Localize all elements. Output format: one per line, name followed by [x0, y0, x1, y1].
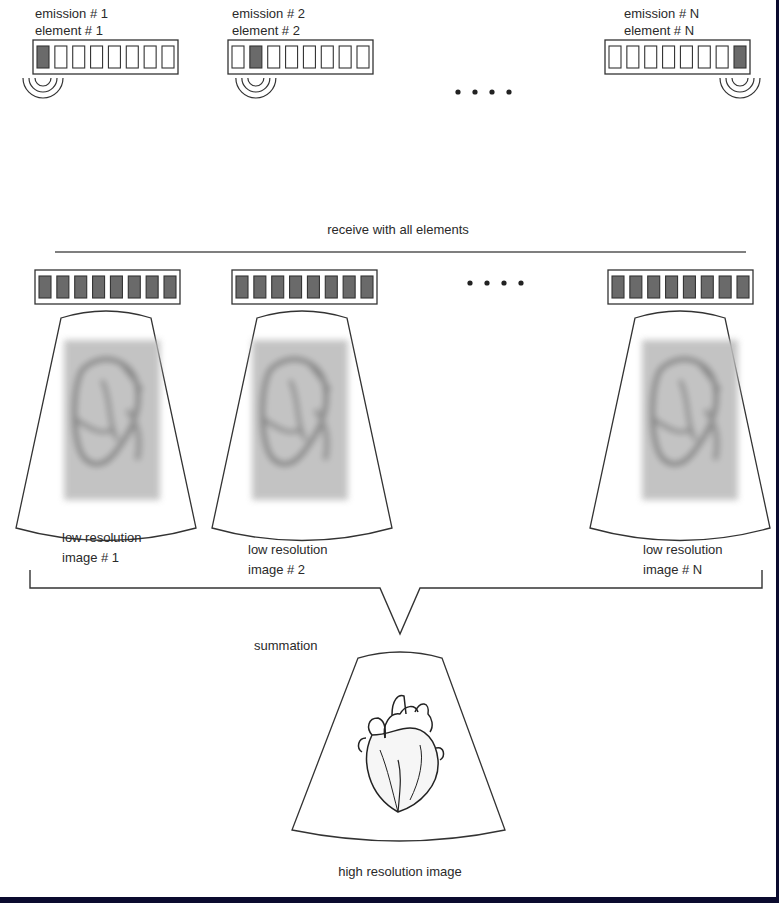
element-label: element # N	[624, 23, 694, 38]
array-element	[146, 276, 158, 298]
transducer-array	[232, 270, 377, 304]
array-element	[39, 276, 51, 298]
sound-wave	[29, 78, 57, 92]
array-element	[666, 276, 678, 298]
array-element	[272, 276, 284, 298]
sound-wave	[720, 78, 760, 98]
sound-wave	[248, 78, 264, 86]
array-element	[250, 46, 262, 68]
array-element	[303, 46, 315, 68]
array-element	[254, 276, 266, 298]
array-element	[307, 276, 319, 298]
array-element	[361, 276, 373, 298]
array-element	[325, 276, 337, 298]
array-element	[268, 46, 280, 68]
image-label: low resolution	[248, 542, 328, 557]
array-element	[110, 276, 122, 298]
array-element	[144, 46, 156, 68]
array-element	[321, 46, 333, 68]
sound-wave	[732, 78, 748, 86]
array-element	[698, 46, 710, 68]
array-element	[648, 276, 660, 298]
array-element	[339, 46, 351, 68]
array-element	[108, 46, 120, 68]
array-element	[357, 46, 369, 68]
array-element	[164, 276, 176, 298]
transducer-array	[228, 40, 373, 74]
image-label: high resolution image	[338, 864, 462, 879]
image-label: low resolution	[62, 530, 142, 545]
transducer-array	[605, 40, 750, 74]
image-label: image # N	[643, 562, 702, 577]
array-element	[630, 276, 642, 298]
array-element	[37, 46, 49, 68]
array-element	[645, 46, 657, 68]
array-element	[73, 46, 85, 68]
array-element	[663, 46, 675, 68]
element-label: element # 1	[35, 23, 103, 38]
array-element	[91, 46, 103, 68]
array-element	[75, 276, 87, 298]
array-element	[701, 276, 713, 298]
array-element	[57, 276, 69, 298]
transducer-array	[608, 270, 753, 304]
sound-wave	[236, 78, 276, 98]
image-label: image # 2	[248, 562, 305, 577]
receive-label: receive with all elements	[327, 222, 469, 237]
array-element	[627, 46, 639, 68]
transducer-array	[35, 270, 180, 304]
element-label: element # 2	[232, 23, 300, 38]
sound-wave	[726, 78, 754, 92]
array-element	[162, 46, 174, 68]
array-element	[716, 46, 728, 68]
transducer-array	[33, 40, 178, 74]
array-element	[683, 276, 695, 298]
image-label: low resolution	[643, 542, 723, 557]
array-element	[719, 276, 731, 298]
emission-label: emission # 1	[35, 6, 108, 21]
array-element	[55, 46, 67, 68]
array-element	[286, 46, 298, 68]
array-element	[236, 276, 248, 298]
array-element	[680, 46, 692, 68]
image-label: image # 1	[62, 550, 119, 565]
array-element	[128, 276, 140, 298]
array-element	[343, 276, 355, 298]
array-element	[93, 276, 105, 298]
array-element	[232, 46, 244, 68]
array-element	[734, 46, 746, 68]
emission-label: emission # 2	[232, 6, 305, 21]
array-element	[290, 276, 302, 298]
summation-label: summation	[254, 638, 318, 653]
sound-wave	[23, 78, 63, 98]
sound-wave	[35, 78, 51, 86]
sound-wave	[242, 78, 270, 92]
array-element	[609, 46, 621, 68]
emission-label: emission # N	[624, 6, 699, 21]
array-element	[737, 276, 749, 298]
array-element	[126, 46, 138, 68]
array-element	[612, 276, 624, 298]
